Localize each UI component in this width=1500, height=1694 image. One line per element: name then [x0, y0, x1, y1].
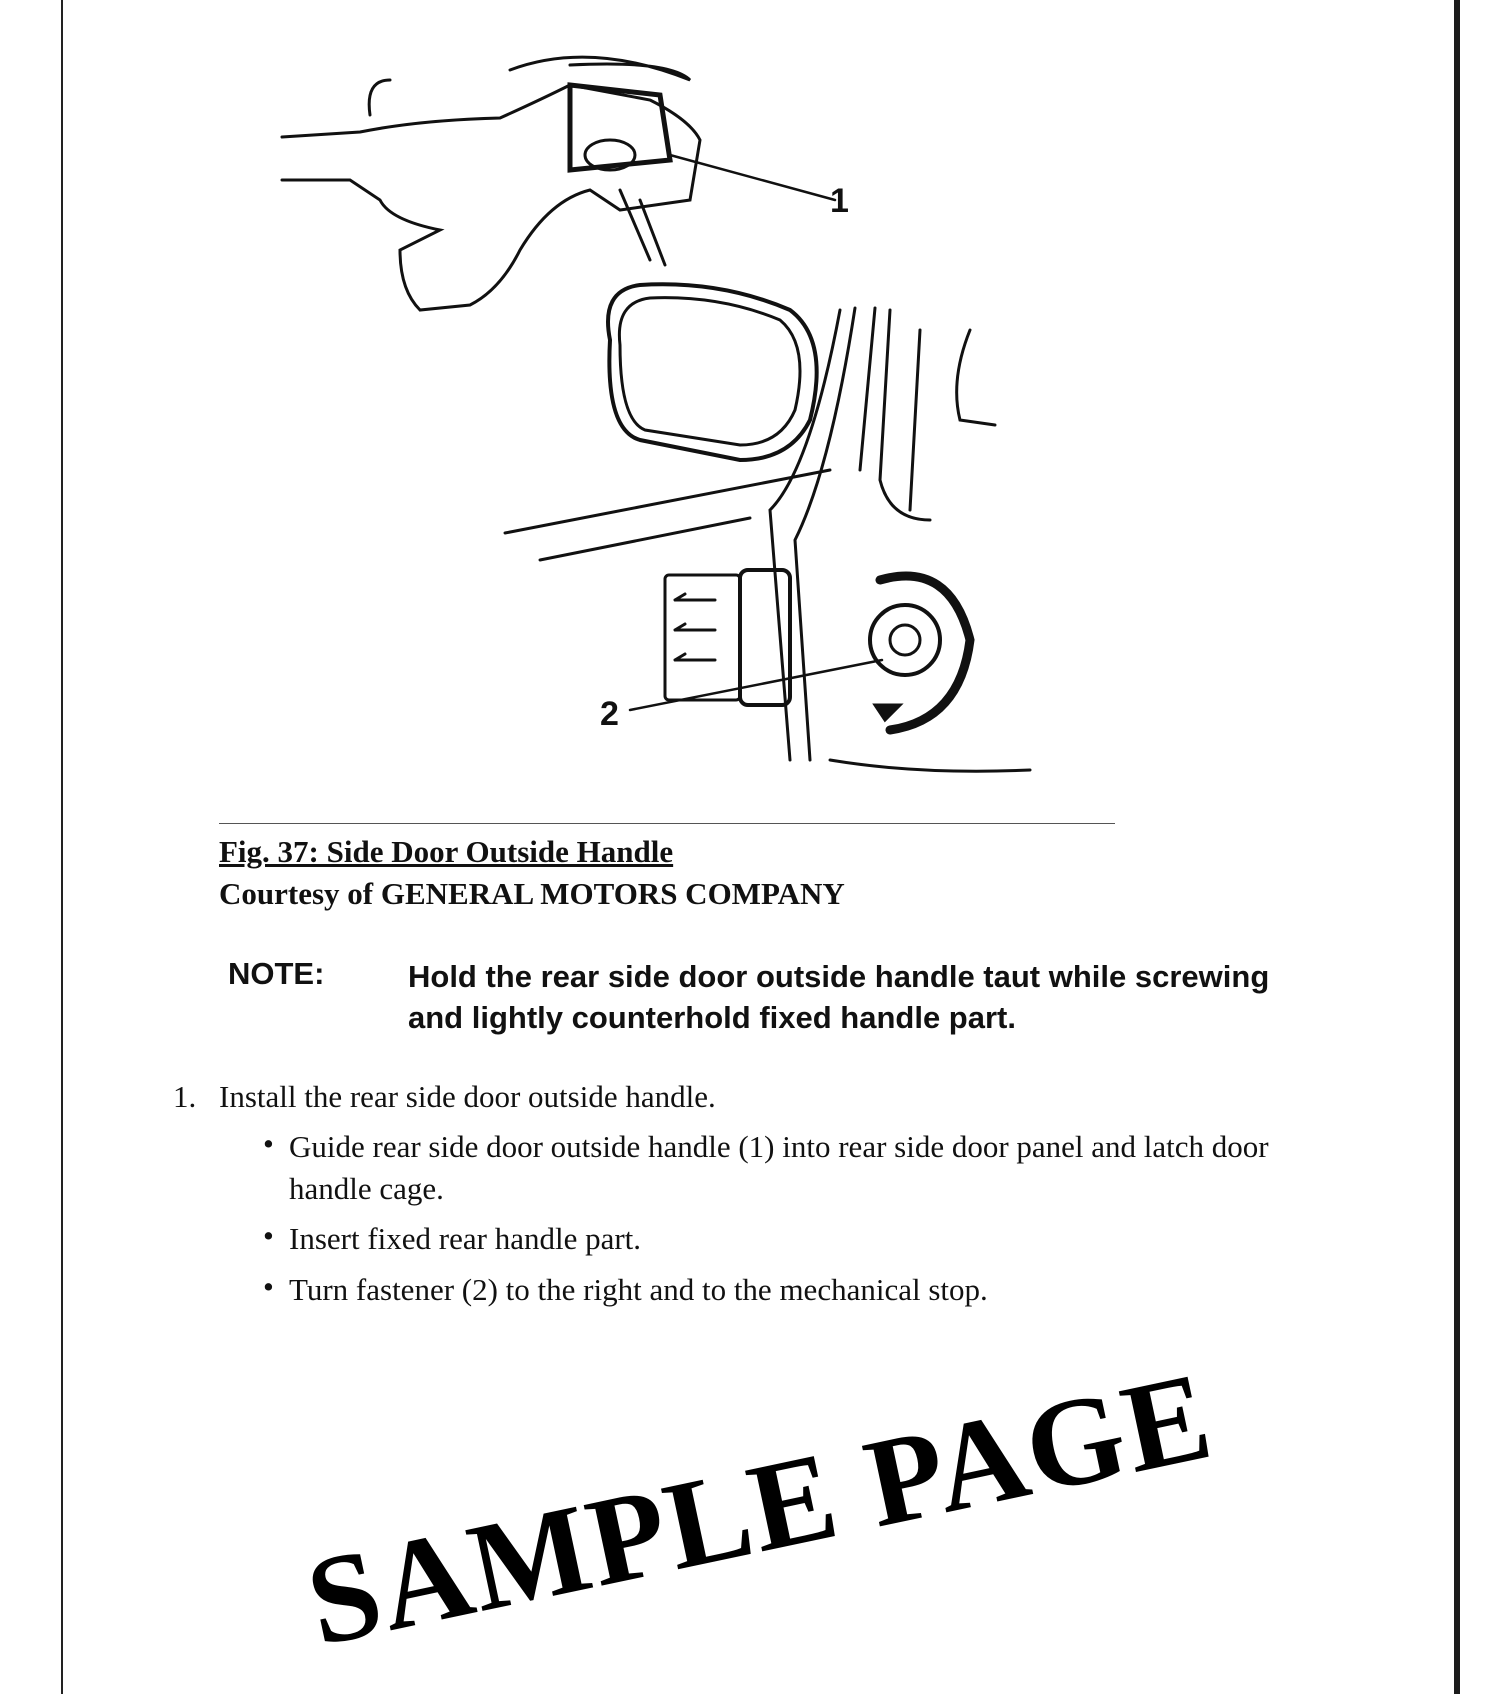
step-number: 1.	[173, 1079, 197, 1114]
callout-1: 1	[830, 182, 849, 220]
caption-divider	[219, 823, 1115, 824]
door-and-mirror-drawing: 2	[503, 282, 1032, 773]
door-handle-illustration: 1 2	[280, 55, 1032, 773]
sample-page-watermark: SAMPLE PAGE	[295, 1345, 1224, 1674]
bullet-icon: •	[263, 1218, 274, 1253]
bullet-icon: •	[263, 1126, 274, 1161]
step-text: Install the rear side door outside handl…	[219, 1079, 716, 1114]
bullet-icon: •	[263, 1269, 274, 1304]
callout-2: 2	[600, 695, 619, 733]
page-border-left	[61, 0, 63, 1694]
bullet-text: Insert fixed rear handle part.	[289, 1221, 642, 1256]
note-text: Hold the rear side door outside handle t…	[408, 959, 1270, 1035]
bullet-text: Guide rear side door outside handle (1) …	[289, 1129, 1269, 1206]
figure-caption-courtesy: Courtesy of GENERAL MOTORS COMPANY	[219, 876, 845, 911]
figure-caption-title: Fig. 37: Side Door Outside Handle	[219, 834, 674, 869]
bullet-text: Turn fastener (2) to the right and to th…	[289, 1272, 988, 1307]
page-border-right	[1454, 0, 1460, 1694]
hand-and-handle-drawing: 1	[280, 55, 849, 312]
note-label: NOTE:	[228, 956, 325, 991]
